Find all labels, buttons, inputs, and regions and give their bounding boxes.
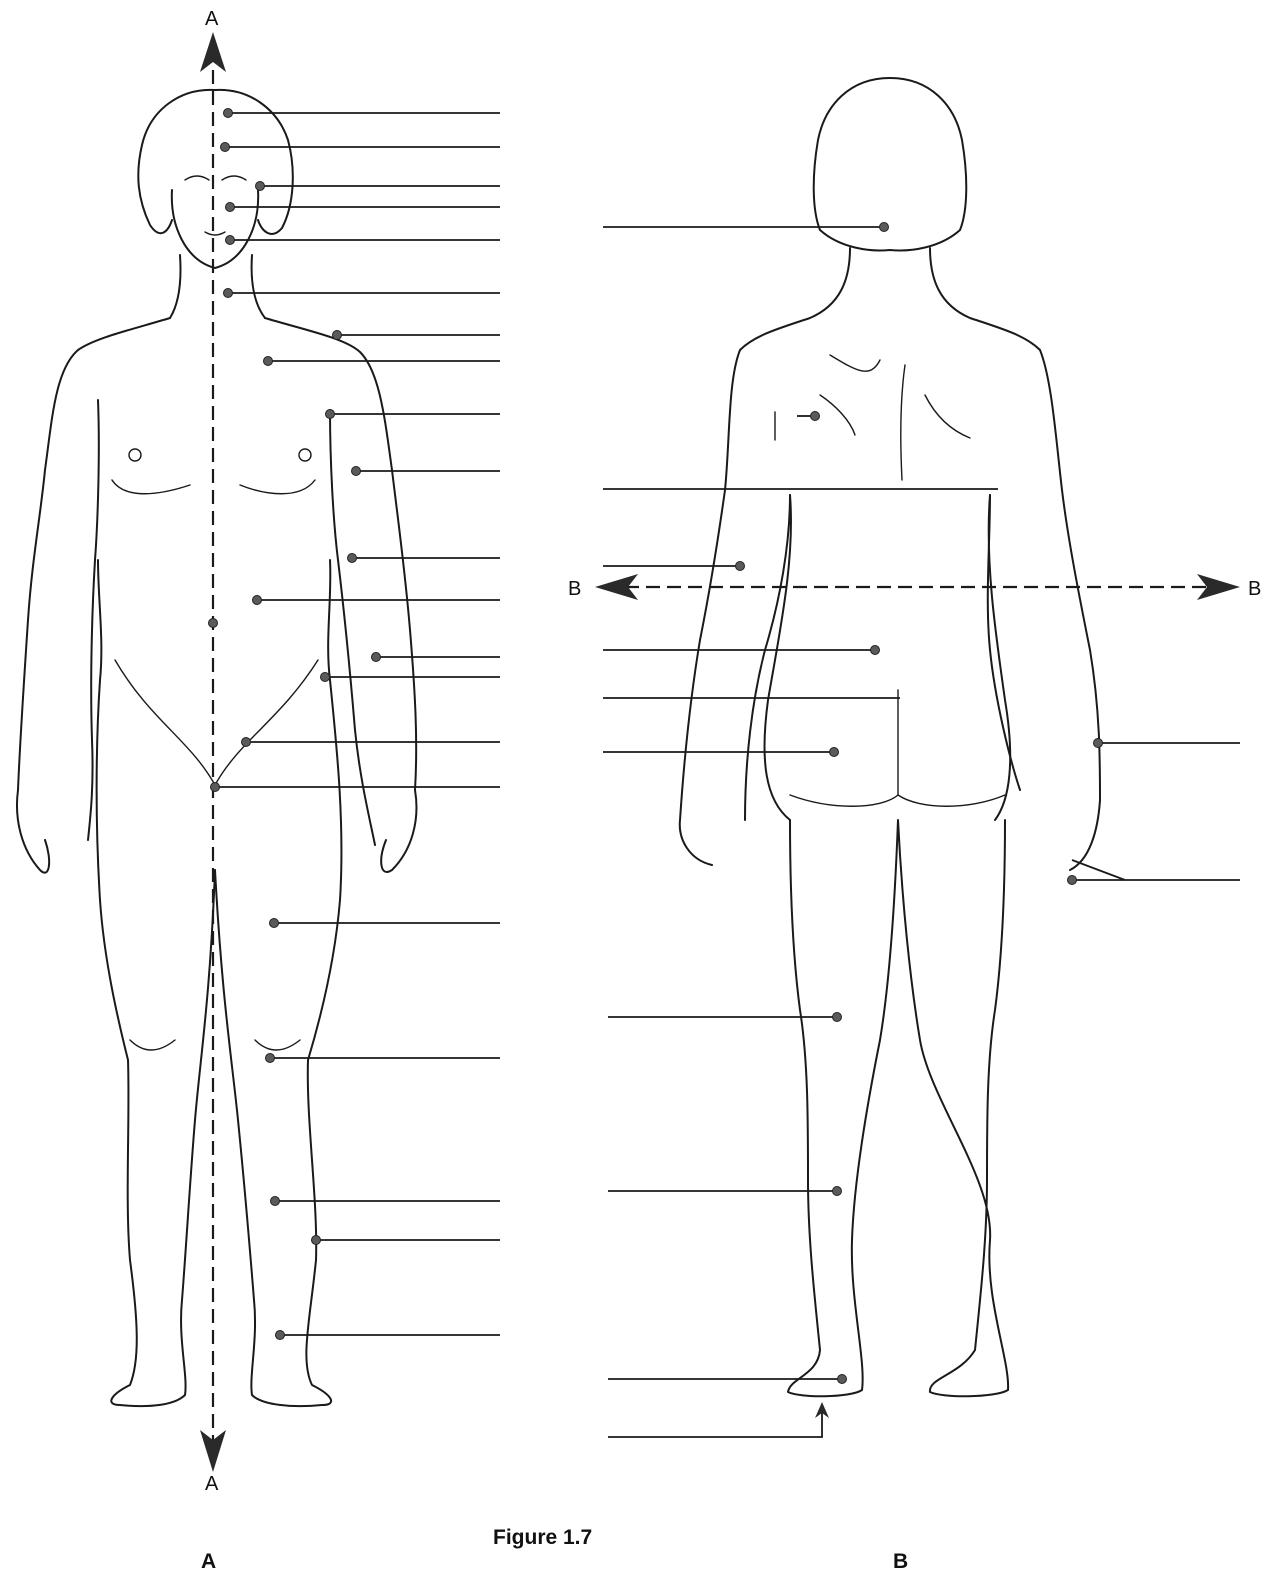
- axis-a-top-label: A: [205, 8, 219, 30]
- axis-a-top-arrow: [200, 32, 226, 72]
- figure-caption: Figure 1.7: [493, 1526, 592, 1549]
- axis-b-left-label: B: [568, 578, 581, 600]
- posterior-leader-lines: [603, 223, 1240, 1438]
- axis-b-right-label: B: [1248, 578, 1261, 600]
- anterior-body-figure: [17, 90, 416, 1406]
- anterior-face: [172, 190, 258, 268]
- posterior-body-figure: [680, 78, 1100, 1396]
- panel-b-label: B: [893, 1550, 908, 1573]
- posterior-hair: [814, 78, 967, 250]
- axis-a-bottom-label: A: [205, 1473, 219, 1495]
- anterior-hair: [138, 90, 293, 234]
- panel-a-label: A: [201, 1550, 216, 1573]
